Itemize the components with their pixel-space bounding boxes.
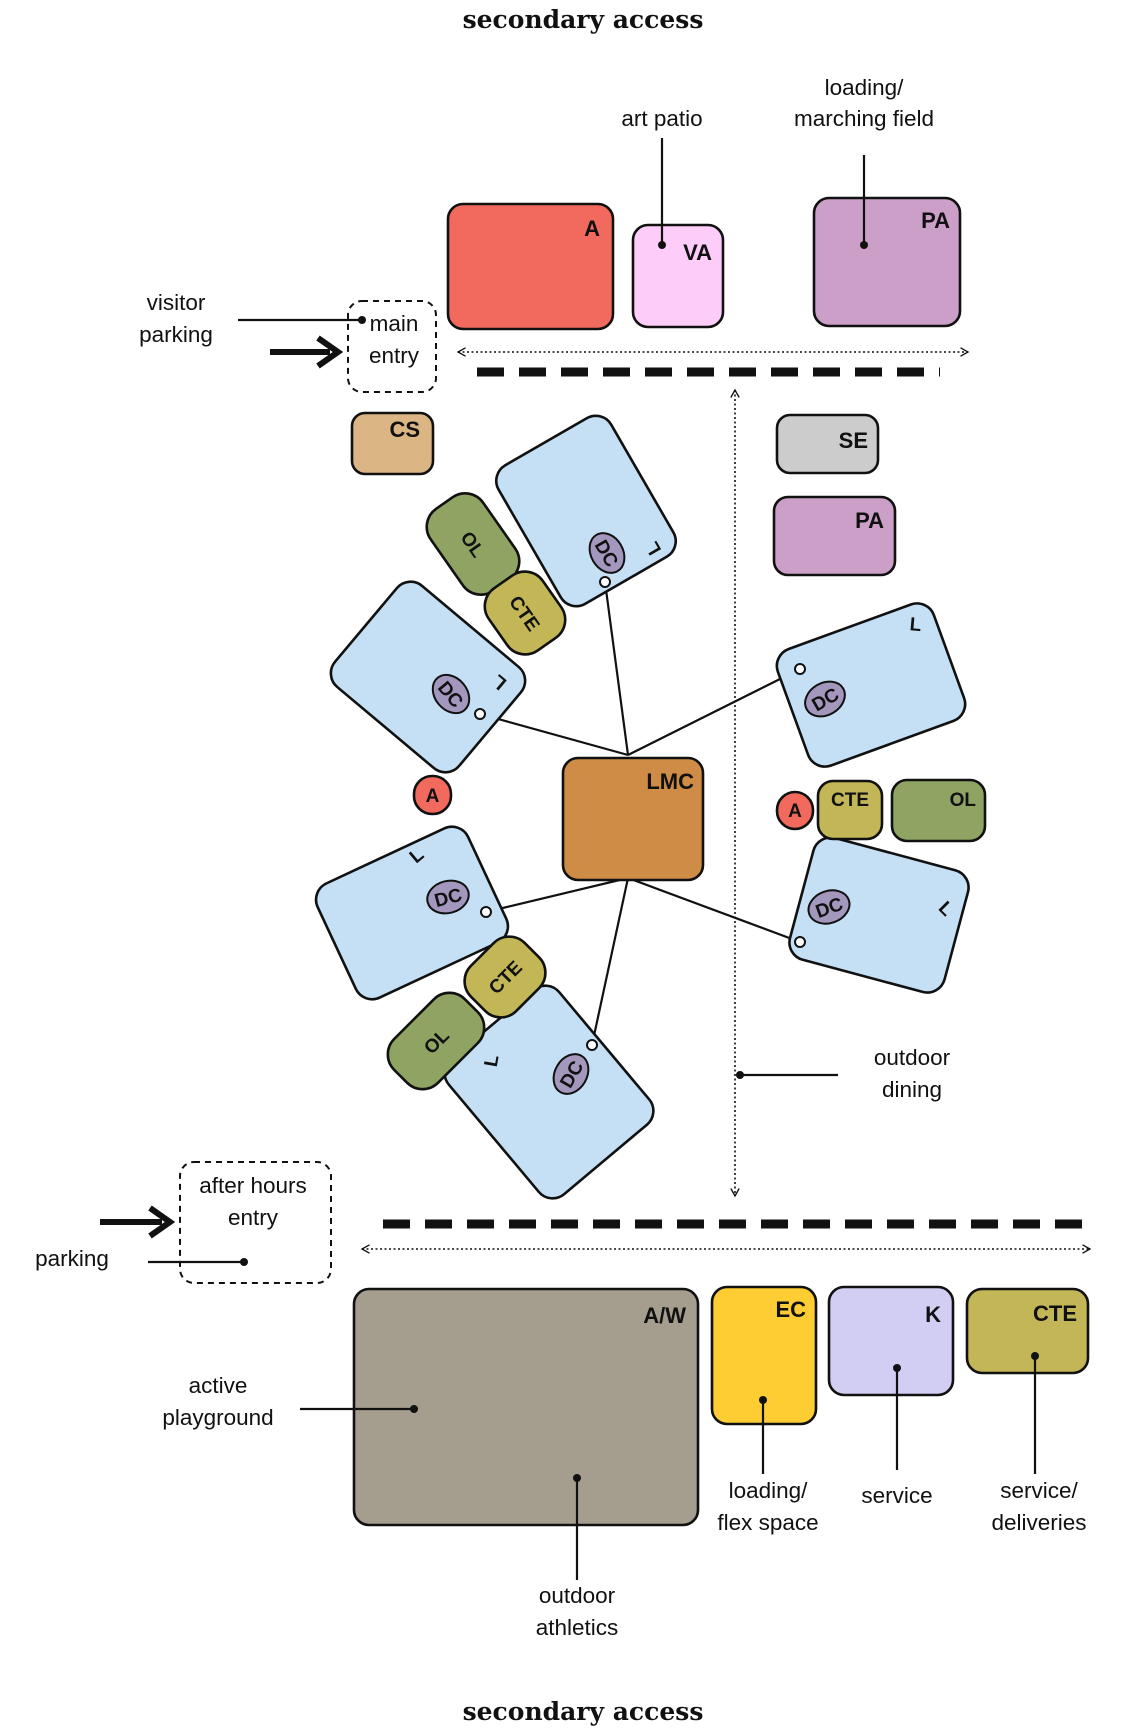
svg-text:active: active <box>189 1373 248 1398</box>
callout-service-deliveries: service/ deliveries <box>991 1352 1087 1535</box>
svg-text:outdoor: outdoor <box>874 1045 951 1070</box>
svg-text:CTE: CTE <box>831 790 869 811</box>
svg-text:CS: CS <box>389 417 420 442</box>
svg-text:parking: parking <box>139 322 213 347</box>
svg-text:A: A <box>788 801 802 822</box>
cluster-learning-2: L <box>329 580 527 774</box>
svg-text:entry: entry <box>369 343 420 368</box>
svg-text:OL: OL <box>950 790 977 811</box>
svg-text:service: service <box>861 1483 932 1508</box>
pill-cte-lower-left: CTE <box>463 935 547 1019</box>
dc-node-2: DC <box>431 673 471 715</box>
svg-text:LMC: LMC <box>646 769 694 794</box>
svg-text:flex space: flex space <box>717 1510 818 1535</box>
svg-text:parking: parking <box>35 1246 109 1271</box>
svg-text:athletics: athletics <box>536 1615 619 1640</box>
pill-cte-upper-left: CTE <box>483 570 567 656</box>
svg-text:service/: service/ <box>1000 1478 1078 1503</box>
pill-arts-right: A <box>775 790 815 831</box>
dc-port-3 <box>794 663 806 675</box>
callout-service: service <box>861 1364 933 1508</box>
svg-text:A: A <box>426 786 440 807</box>
heading-bottom: secondary access <box>463 1697 704 1726</box>
block-ol-right: OL <box>890 778 987 843</box>
svg-text:after hours: after hours <box>199 1173 307 1198</box>
callout-loading-flex: loading/ flex space <box>717 1396 819 1535</box>
cluster-learning-5: L <box>788 836 970 994</box>
callout-art-patio: art patio <box>621 106 703 249</box>
svg-text:loading/: loading/ <box>825 75 905 100</box>
dc-port-2 <box>474 708 486 720</box>
svg-text:VA: VA <box>683 240 712 265</box>
lmc-connectors <box>479 581 801 1046</box>
svg-text:outdoor: outdoor <box>539 1583 616 1608</box>
svg-text:playground: playground <box>162 1405 273 1430</box>
dc-port-6 <box>586 1039 598 1051</box>
block-cte-right: CTE <box>816 779 884 841</box>
block-cte-bottom: CTE <box>965 1287 1090 1375</box>
svg-text:art patio: art patio <box>621 106 702 131</box>
pill-ol-lower-left: OL <box>386 991 486 1091</box>
pill-ol-upper-left: OL <box>425 492 521 596</box>
callout-visitor-parking: visitor parking <box>139 290 366 347</box>
block-performing-arts-top: PA <box>812 196 962 328</box>
svg-text:dining: dining <box>882 1077 942 1102</box>
block-early-childhood: EC <box>710 1285 818 1426</box>
entry-arrow-main <box>270 335 344 369</box>
callout-outdoor-dining: outdoor dining <box>736 1045 951 1102</box>
svg-text:entry: entry <box>228 1205 279 1230</box>
svg-text:K: K <box>925 1302 941 1327</box>
main-entry: main entry <box>347 300 437 393</box>
cluster-learning-4: L <box>314 825 510 1001</box>
svg-text:SE: SE <box>839 428 868 453</box>
block-arts-top: A <box>446 202 615 331</box>
callout-active-playground: active playground <box>162 1373 418 1430</box>
svg-text:PA: PA <box>921 208 950 233</box>
svg-text:loading/: loading/ <box>729 1478 809 1503</box>
pill-arts-left: A <box>412 774 453 816</box>
svg-text:marching field: marching field <box>794 106 934 131</box>
svg-text:L: L <box>909 614 923 636</box>
dc-node-4: DC <box>426 879 470 915</box>
callout-outdoor-athletics: outdoor athletics <box>536 1474 619 1640</box>
dc-node-5: DC <box>807 889 851 925</box>
svg-text:PA: PA <box>855 508 884 533</box>
block-performing-arts-mid: PA <box>772 495 897 577</box>
svg-text:CTE: CTE <box>1033 1301 1077 1326</box>
block-athletics-wellness: A/W <box>352 1287 700 1527</box>
cluster-learning-1: L <box>494 414 678 608</box>
callout-parking: parking <box>35 1246 248 1271</box>
svg-text:L: L <box>481 1053 504 1068</box>
block-counseling: CS <box>350 411 435 476</box>
svg-text:EC: EC <box>775 1297 806 1322</box>
cluster-learning-3: L <box>775 602 967 768</box>
svg-text:A: A <box>584 216 600 241</box>
callout-marching-field: loading/ marching field <box>794 75 934 249</box>
cluster-learning-6: L <box>443 984 655 1200</box>
dc-node-3: DC <box>804 680 846 718</box>
block-lmc: LMC <box>561 756 705 882</box>
svg-text:visitor: visitor <box>147 290 206 315</box>
dc-port-5 <box>794 936 806 948</box>
block-visual-arts: VA <box>631 223 725 329</box>
block-special-education: SE <box>775 413 880 475</box>
dc-port-1 <box>599 576 611 588</box>
block-kitchen: K <box>827 1285 955 1397</box>
dc-port-4 <box>480 906 492 918</box>
entry-arrow-after-hours <box>100 1205 176 1239</box>
svg-text:A/W: A/W <box>643 1303 686 1328</box>
after-hours-entry: after hours entry <box>179 1161 332 1284</box>
dc-node-6: DC <box>552 1053 590 1095</box>
svg-text:main: main <box>370 311 419 336</box>
svg-text:deliveries: deliveries <box>991 1510 1086 1535</box>
heading-top: secondary access <box>463 5 704 34</box>
dc-node-1: DC <box>588 532 626 574</box>
